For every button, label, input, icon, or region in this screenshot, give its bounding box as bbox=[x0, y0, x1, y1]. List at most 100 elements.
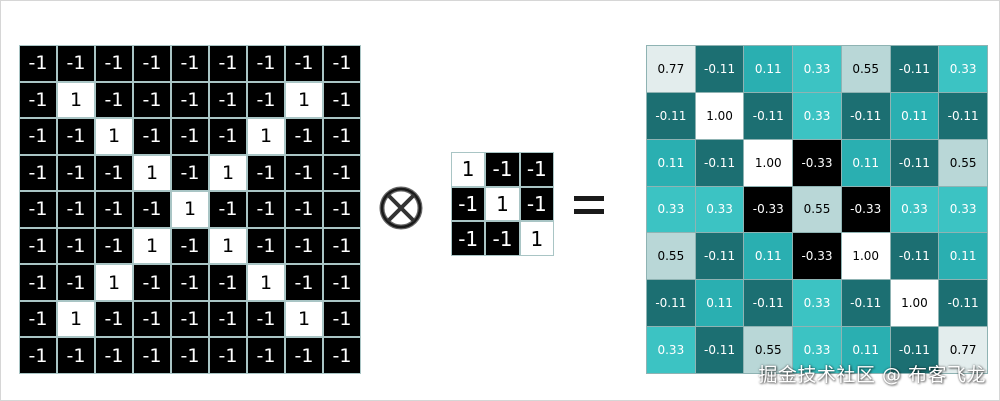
input-cell: -1 bbox=[172, 265, 208, 300]
input-cell: -1 bbox=[324, 46, 360, 81]
feature-map-cell: 0.33 bbox=[939, 186, 987, 233]
feature-map-cell: 0.55 bbox=[793, 186, 841, 233]
kernel-cell: -1 bbox=[486, 222, 519, 255]
input-cell: -1 bbox=[210, 192, 246, 227]
input-cell: -1 bbox=[20, 192, 56, 227]
feature-map-cell: -0.11 bbox=[647, 280, 695, 327]
feature-map-cell: 0.33 bbox=[793, 280, 841, 327]
input-cell: -1 bbox=[134, 82, 170, 118]
feature-map-cell: -0.33 bbox=[744, 186, 793, 233]
input-cell: -1 bbox=[172, 301, 208, 337]
input-cell: -1 bbox=[286, 155, 322, 191]
input-cell: -1 bbox=[58, 265, 94, 300]
input-cell: -1 bbox=[96, 82, 132, 118]
input-cell: -1 bbox=[210, 119, 246, 154]
input-cell: -1 bbox=[248, 338, 284, 373]
kernel-cell: -1 bbox=[486, 153, 519, 186]
feature-map-cell: 0.11 bbox=[890, 92, 939, 139]
feature-map-cell: 0.77 bbox=[647, 46, 695, 92]
feature-map-cell: 1.00 bbox=[841, 233, 890, 280]
input-cell: -1 bbox=[172, 338, 208, 373]
input-cell: 1 bbox=[134, 155, 170, 191]
kernel-cell: -1 bbox=[520, 187, 553, 221]
feature-map-cell: 0.33 bbox=[695, 186, 744, 233]
feature-map-cell: 0.55 bbox=[647, 233, 695, 280]
feature-map-cell: -0.11 bbox=[890, 46, 939, 92]
input-cell: -1 bbox=[286, 46, 322, 81]
input-cell: -1 bbox=[134, 119, 170, 154]
feature-map-cell: 1.00 bbox=[744, 139, 793, 186]
feature-map-cell: 0.11 bbox=[695, 280, 744, 327]
feature-map-cell: 0.11 bbox=[841, 327, 890, 373]
feature-map-cell: 0.33 bbox=[647, 186, 695, 233]
feature-map-cell: 0.33 bbox=[793, 46, 841, 92]
feature-map-cell: 0.77 bbox=[939, 327, 987, 373]
feature-map-cell: -0.11 bbox=[695, 233, 744, 280]
input-cell: -1 bbox=[210, 46, 246, 81]
feature-map-cell: -0.11 bbox=[744, 280, 793, 327]
input-cell: -1 bbox=[20, 119, 56, 154]
input-cell: 1 bbox=[210, 155, 246, 191]
input-cell: -1 bbox=[58, 338, 94, 373]
input-cell: -1 bbox=[58, 119, 94, 154]
feature-map-cell: -0.11 bbox=[939, 280, 987, 327]
input-cell: -1 bbox=[248, 301, 284, 337]
input-cell: -1 bbox=[20, 265, 56, 300]
input-cell: 1 bbox=[96, 119, 132, 154]
input-cell: -1 bbox=[172, 155, 208, 191]
feature-map-cell: 0.33 bbox=[793, 92, 841, 139]
feature-map-cell: 0.55 bbox=[744, 327, 793, 373]
input-cell: -1 bbox=[172, 46, 208, 81]
feature-map-cell: -0.11 bbox=[890, 327, 939, 373]
feature-map-cell: -0.11 bbox=[890, 139, 939, 186]
input-cell: -1 bbox=[324, 301, 360, 337]
input-cell: 1 bbox=[134, 228, 170, 264]
input-cell: -1 bbox=[324, 155, 360, 191]
input-cell: -1 bbox=[96, 192, 132, 227]
feature-map-cell: -0.11 bbox=[744, 92, 793, 139]
input-cell: -1 bbox=[210, 338, 246, 373]
input-cell: -1 bbox=[248, 192, 284, 227]
feature-map-cell: 0.11 bbox=[744, 46, 793, 92]
feature-map-cell: 0.55 bbox=[841, 46, 890, 92]
equals-icon bbox=[574, 196, 604, 216]
feature-map-cell: -0.33 bbox=[793, 139, 841, 186]
input-cell: -1 bbox=[286, 119, 322, 154]
input-cell: 1 bbox=[172, 192, 208, 227]
input-cell: -1 bbox=[324, 82, 360, 118]
feature-map-cell: 0.33 bbox=[647, 327, 695, 373]
input-cell: 1 bbox=[286, 82, 322, 118]
input-cell: -1 bbox=[324, 338, 360, 373]
feature-map-cell: -0.11 bbox=[695, 46, 744, 92]
input-cell: -1 bbox=[248, 46, 284, 81]
feature-map-cell: 0.33 bbox=[793, 327, 841, 373]
watermark: 掘金技术社区 @ 布客飞龙 bbox=[758, 364, 986, 386]
input-cell: -1 bbox=[20, 301, 56, 337]
input-cell: -1 bbox=[324, 228, 360, 264]
feature-map-cell: -0.11 bbox=[695, 139, 744, 186]
input-cell: -1 bbox=[96, 46, 132, 81]
feature-map-cell: 0.11 bbox=[939, 233, 987, 280]
input-cell: -1 bbox=[324, 192, 360, 227]
feature-map-cell: -0.11 bbox=[890, 233, 939, 280]
input-cell: -1 bbox=[58, 46, 94, 81]
input-cell: -1 bbox=[286, 192, 322, 227]
kernel-cell: -1 bbox=[452, 187, 485, 221]
input-cell: -1 bbox=[172, 228, 208, 264]
feature-map-cell: -0.33 bbox=[841, 186, 890, 233]
input-cell: -1 bbox=[324, 119, 360, 154]
input-cell: -1 bbox=[248, 82, 284, 118]
input-cell: 1 bbox=[248, 119, 284, 154]
input-cell: -1 bbox=[96, 301, 132, 337]
input-cell: -1 bbox=[286, 338, 322, 373]
kernel-cell: 1 bbox=[486, 187, 519, 221]
input-cell: -1 bbox=[134, 301, 170, 337]
feature-map-cell: 1.00 bbox=[890, 280, 939, 327]
input-cell: 1 bbox=[286, 301, 322, 337]
kernel-cell: 1 bbox=[452, 153, 485, 186]
feature-map-cell: 0.33 bbox=[939, 46, 987, 92]
input-cell: -1 bbox=[324, 265, 360, 300]
feature-map-cell: -0.11 bbox=[647, 92, 695, 139]
